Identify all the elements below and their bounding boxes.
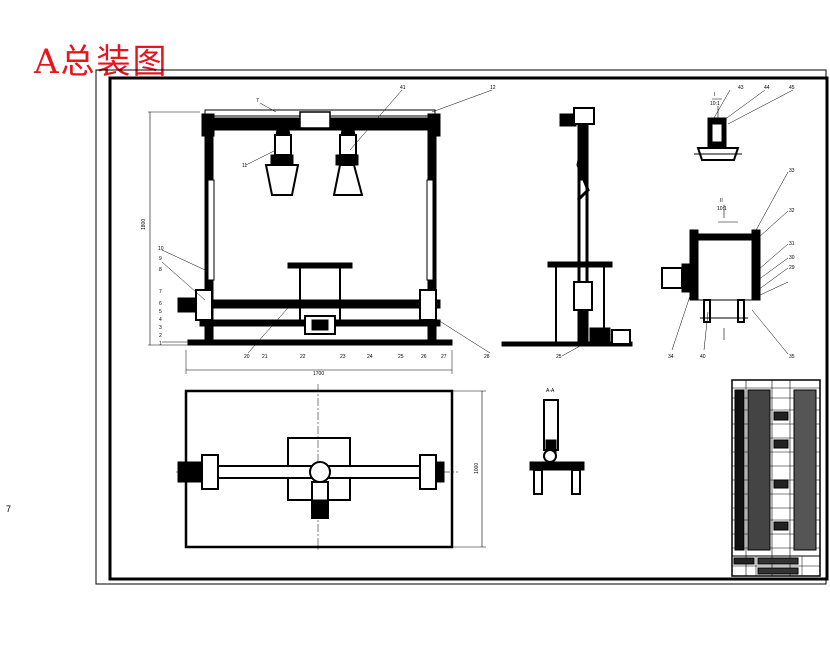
detail-view-mid bbox=[661, 171, 789, 355]
part-label-left-6: 6 bbox=[159, 301, 162, 307]
detail-mid-label-34: 34 bbox=[668, 354, 674, 360]
detail-mid-label-35: 35 bbox=[789, 354, 795, 360]
small-view-label: A-A bbox=[546, 388, 555, 394]
detail-mid-section: II bbox=[720, 198, 723, 204]
part-label-left-3: 3 bbox=[159, 325, 162, 331]
detail-mid-label-31: 31 bbox=[789, 241, 795, 247]
detail-mid-label-33: 33 bbox=[789, 168, 795, 174]
part-label-41: 41 bbox=[400, 85, 406, 91]
plan-view bbox=[176, 384, 486, 552]
part-label-left-7: 7 bbox=[159, 289, 162, 295]
part-label-bottom-25: 25 bbox=[398, 354, 404, 360]
side-view bbox=[501, 107, 633, 357]
drawing-title: A总装图 bbox=[34, 42, 169, 82]
side-label-25: 25 bbox=[556, 354, 562, 360]
part-label-left-4: 4 bbox=[159, 317, 162, 323]
detail-mid-label-40: 40 bbox=[700, 354, 706, 360]
front-view bbox=[148, 89, 493, 374]
part-label-left-9: 9 bbox=[159, 256, 162, 262]
stray-mark: 7 bbox=[6, 504, 12, 514]
title-block bbox=[731, 379, 821, 577]
detail-top-label-45: 45 bbox=[789, 85, 795, 91]
hoist-left bbox=[264, 124, 300, 196]
inner-border bbox=[108, 76, 829, 581]
part-label-12: 12 bbox=[490, 85, 496, 91]
plan-dim-height: 1000 bbox=[474, 463, 480, 474]
part-label-11: 11 bbox=[242, 163, 247, 169]
part-label-bottom-24: 24 bbox=[367, 354, 373, 360]
part-label-left-10: 10 bbox=[158, 246, 164, 252]
part-label-left-8: 8 bbox=[159, 267, 162, 273]
detail-top-section: I bbox=[714, 92, 715, 98]
part-label-bottom-27: 27 bbox=[441, 354, 447, 360]
part-label-bottom-20: 20 bbox=[244, 354, 250, 360]
detail-mid-label-29: 29 bbox=[789, 265, 795, 271]
hoist-right bbox=[332, 124, 364, 196]
part-label-left-5: 5 bbox=[159, 309, 162, 315]
part-label-bottom-23: 23 bbox=[340, 354, 346, 360]
part-label-7: 7 bbox=[256, 98, 259, 104]
small-section-view bbox=[529, 399, 585, 495]
part-label-bottom-28: 28 bbox=[484, 354, 490, 360]
part-label-left-2: 2 bbox=[159, 333, 162, 339]
detail-mid-label-32: 32 bbox=[789, 208, 795, 214]
part-label-bottom-22: 22 bbox=[300, 354, 306, 360]
detail-mid-label-30: 30 bbox=[789, 255, 795, 261]
detail-top-label-43: 43 bbox=[738, 85, 744, 91]
detail-top-label-44: 44 bbox=[764, 85, 770, 91]
front-dim-width: 1700 bbox=[313, 371, 324, 377]
part-label-bottom-21: 21 bbox=[262, 354, 268, 360]
detail-top-scale: 10:1 bbox=[710, 101, 720, 107]
front-dim-height: 1800 bbox=[141, 219, 147, 230]
part-label-bottom-26: 26 bbox=[421, 354, 427, 360]
detail-view-top bbox=[694, 89, 794, 161]
detail-mid-scale: 10:1 bbox=[717, 206, 727, 212]
part-label-left-1: 1 bbox=[159, 341, 162, 347]
